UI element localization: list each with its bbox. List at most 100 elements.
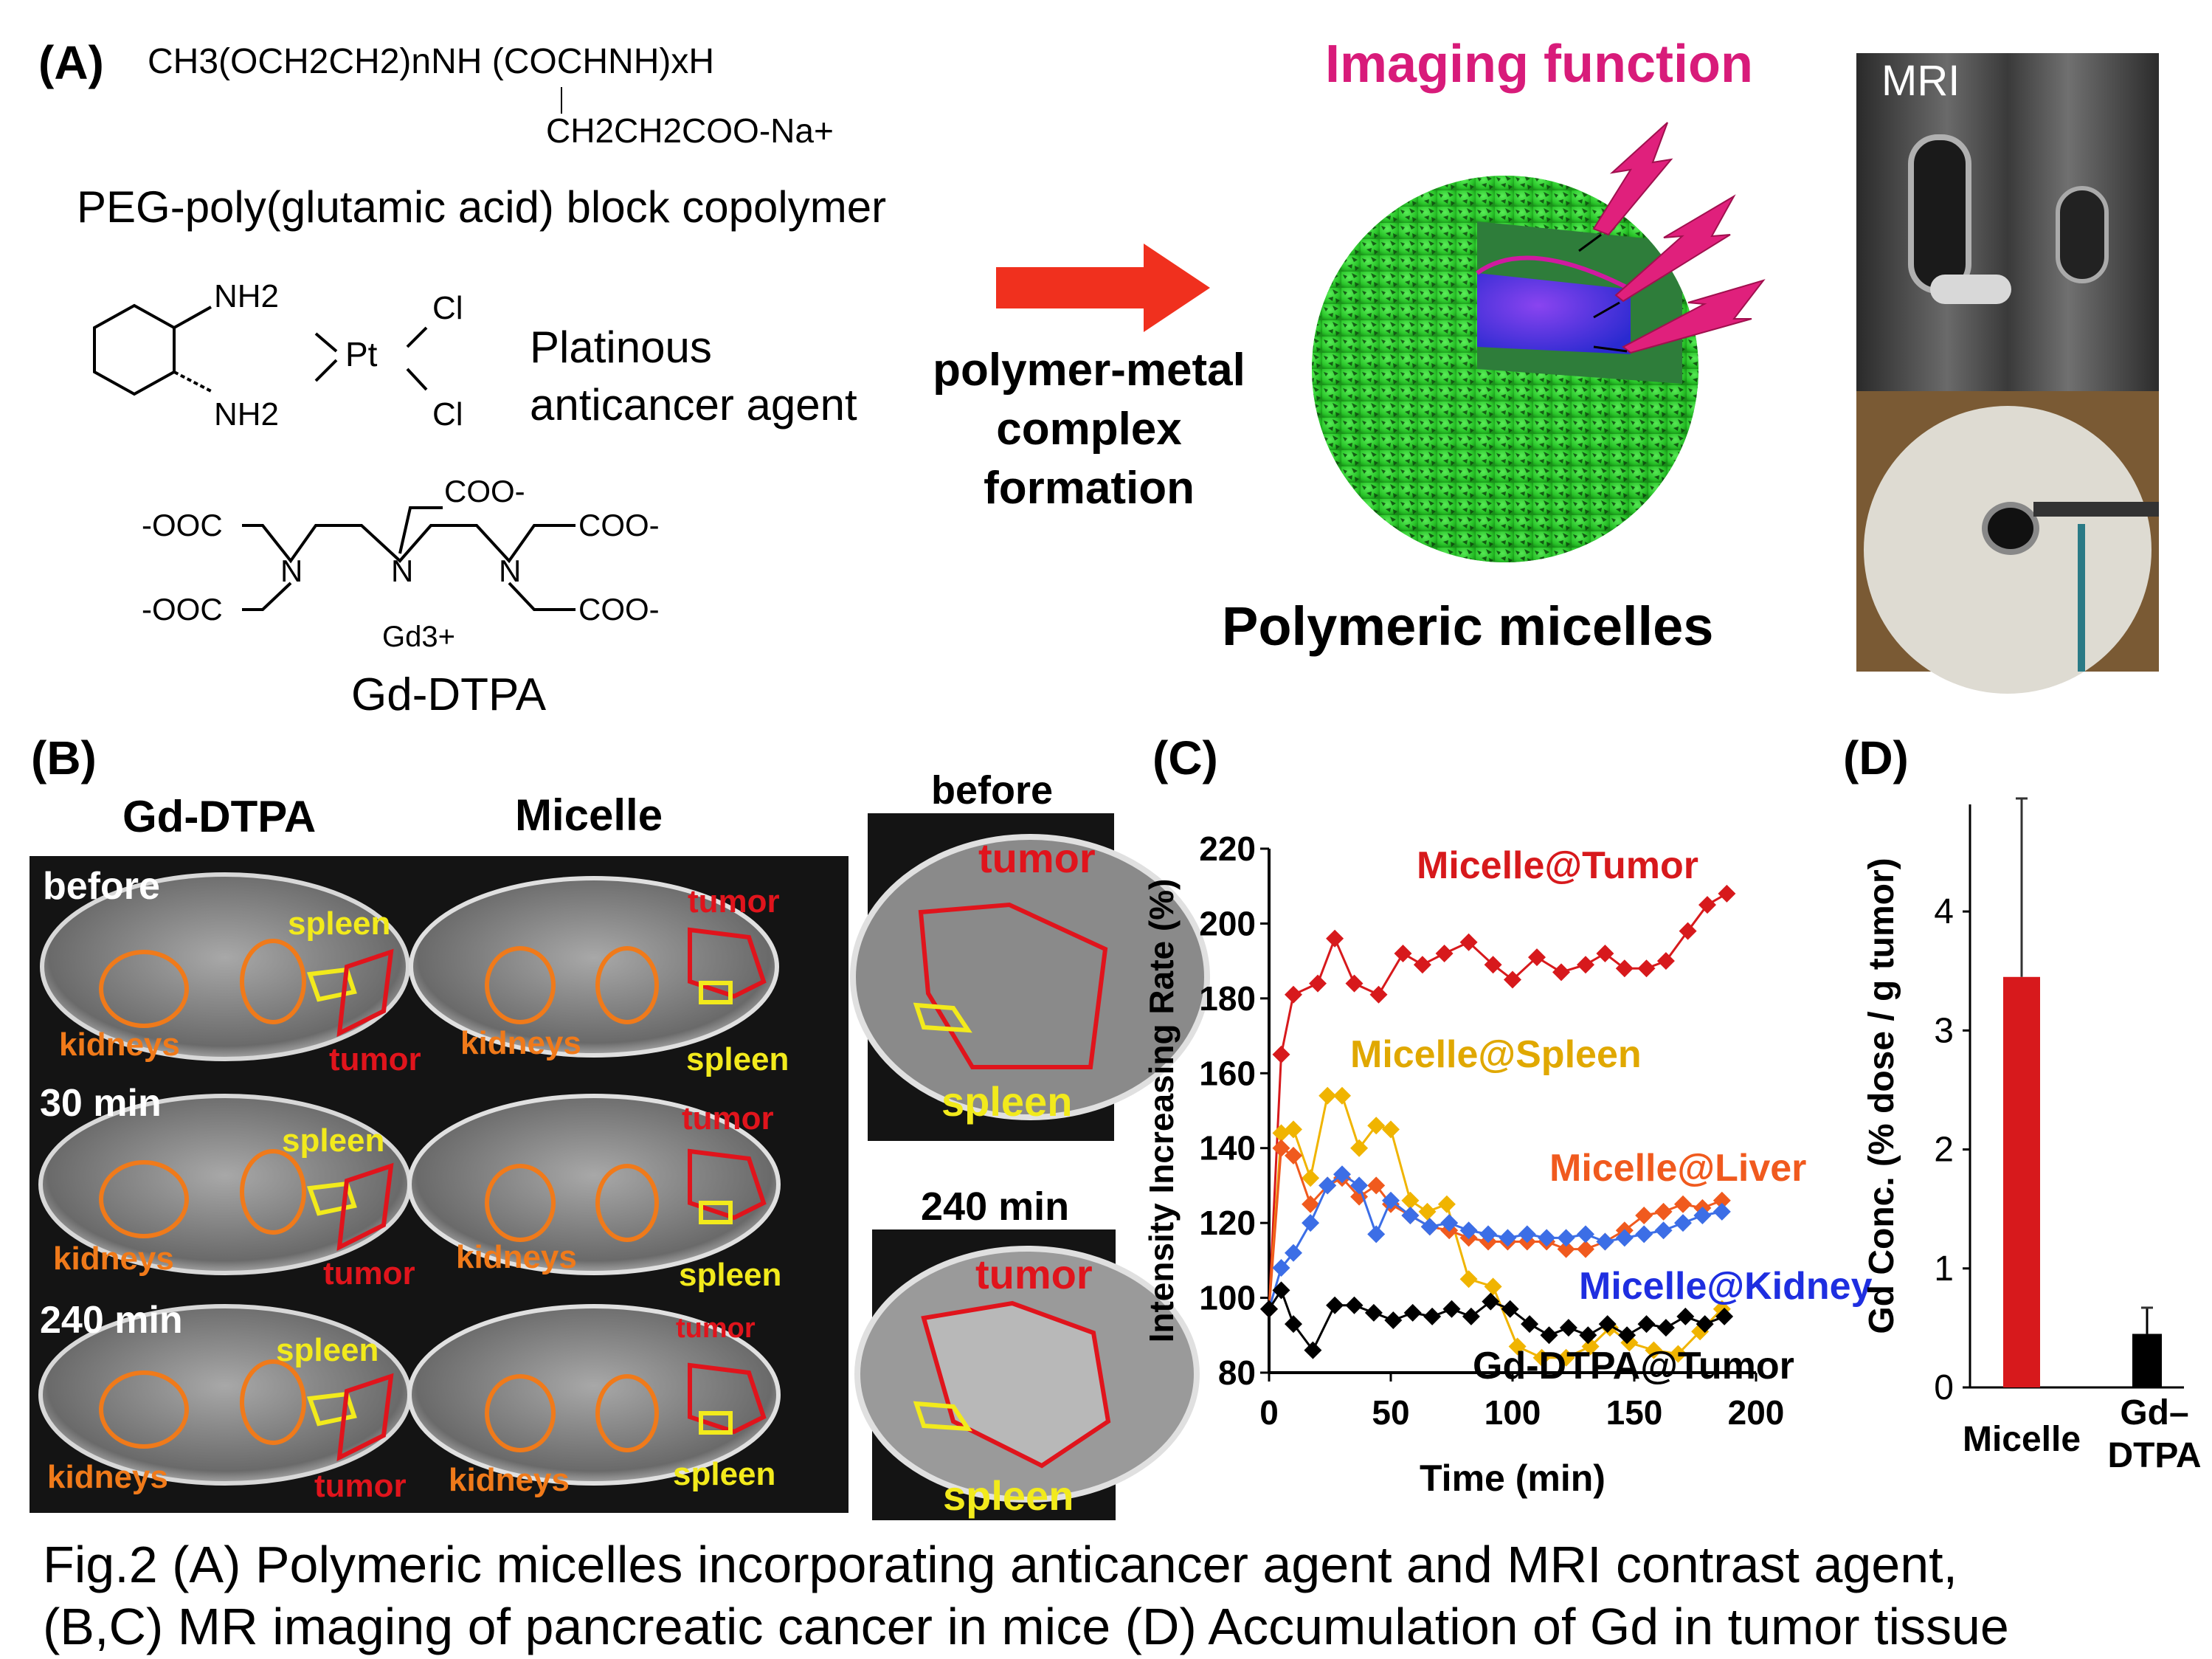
kidneys-label: kidneys [456, 1239, 577, 1275]
data-point [1285, 985, 1302, 1004]
category-label: Micelle [1963, 1420, 2081, 1459]
zoom-240min-svg: tumor spleen [854, 1246, 1200, 1519]
data-point [1382, 1191, 1400, 1210]
arrow-caption-2: complex [996, 404, 1182, 455]
data-point [1423, 1307, 1442, 1325]
imaging-signal-bolts [1592, 122, 1766, 354]
y-tick-label: 180 [1199, 979, 1256, 1018]
data-point [1369, 985, 1388, 1004]
x-axis-title: Time (min) [1420, 1458, 1606, 1499]
data-point [1272, 1281, 1290, 1300]
data-point [1598, 1315, 1617, 1334]
data-point [1521, 1315, 1539, 1334]
data-point [1285, 1146, 1302, 1165]
data-point [1669, 1345, 1687, 1363]
gd-dtpa-structure: COO- -OOC -OOC COO- COO- N N N Gd3+ [142, 474, 660, 653]
cl-top-label: Cl [432, 290, 463, 326]
series-annotation: Micelle@Kidney [1579, 1265, 1873, 1308]
spleen-label: spleen [679, 1257, 781, 1293]
data-point [1637, 1315, 1656, 1334]
data-point [1484, 956, 1502, 974]
data-point [1518, 1225, 1536, 1244]
data-point [1435, 945, 1454, 962]
data-point [1394, 945, 1412, 962]
gd-dtpa-column-title: Gd-DTPA [122, 792, 317, 841]
kidneys-label: kidneys [59, 1027, 180, 1063]
data-point [1459, 1270, 1478, 1289]
y-tick-label: 2 [1934, 1131, 1954, 1170]
data-point [1645, 1341, 1663, 1359]
tumor-label: tumor [975, 1251, 1093, 1297]
data-point [1318, 1176, 1337, 1195]
data-point [1618, 1326, 1636, 1345]
data-point [1508, 1337, 1527, 1356]
data-point [1413, 956, 1431, 974]
data-point [1403, 1303, 1422, 1322]
data-point [1367, 1225, 1386, 1244]
tumor-label: tumor [314, 1468, 407, 1504]
data-point [1333, 1165, 1351, 1184]
data-point [1712, 1202, 1731, 1221]
coo-right-top-label: COO- [578, 508, 660, 542]
data-point [1615, 1229, 1634, 1247]
data-point [1304, 1341, 1322, 1359]
gd-dtpa-label: Gd-DTPA [351, 669, 547, 720]
micelle-column-title: Micelle [515, 790, 663, 840]
data-point [1693, 1207, 1712, 1224]
spleen-label: spleen [943, 1472, 1074, 1519]
data-point [1479, 1225, 1497, 1244]
data-point [1540, 1326, 1558, 1345]
data-point [1420, 1218, 1439, 1236]
y-axis-title: Intensity Increasing Rate (%) [1142, 879, 1181, 1343]
panel-d-label: (D) [1843, 731, 1909, 784]
side-chain-bond [561, 87, 562, 114]
data-point [1596, 1232, 1614, 1251]
y-tick-label: 80 [1218, 1353, 1256, 1392]
cl-bottom-label: Cl [432, 396, 463, 432]
side-chain-formula: CH2CH2COO-Na+ [546, 111, 834, 150]
data-point [1559, 1319, 1577, 1337]
kidneys-label: kidneys [460, 1025, 581, 1061]
kidneys-label: kidneys [449, 1462, 570, 1498]
copolymer-formula: CH3(OCH2CH2)nNH (COCHNH)xH [148, 42, 715, 81]
data-point [1579, 1326, 1597, 1345]
data-point [1552, 963, 1570, 982]
tumor-label: tumor [323, 1255, 415, 1291]
x-tick-label: 0 [1259, 1393, 1279, 1432]
y-tick-label: 3 [1934, 1011, 1954, 1050]
x-tick-label: 200 [1728, 1393, 1785, 1432]
y-tick-label: 160 [1199, 1054, 1256, 1092]
data-point [1345, 1296, 1364, 1314]
data-point [1528, 948, 1546, 967]
data-point [1698, 896, 1716, 914]
data-point [1459, 933, 1478, 951]
y-axis-title: Gd Conc. (% dose / g tumor) [1862, 858, 1901, 1334]
spleen-label: spleen [288, 906, 390, 942]
data-point [1577, 1225, 1594, 1244]
zoom-240min-image: tumor spleen [854, 1229, 1200, 1520]
nh2-bottom-label: NH2 [214, 396, 279, 432]
data-point [1364, 1303, 1383, 1322]
data-point [1674, 1214, 1692, 1232]
panel-b-label: (B) [31, 731, 97, 784]
zoom-title-240min: 240 min [921, 1184, 1070, 1229]
series-annotation: Gd-DTPA@Tumor [1473, 1345, 1794, 1387]
tumor-label: tumor [682, 1100, 774, 1137]
bar [2132, 1334, 2162, 1387]
series-line [1268, 892, 1728, 1309]
data-point [1654, 1221, 1673, 1240]
zoom-before-svg: tumor spleen [850, 834, 1210, 1125]
reaction-arrow [996, 244, 1210, 332]
data-point [1696, 1315, 1714, 1334]
coo-top-label: COO- [444, 474, 525, 508]
data-point [1577, 1240, 1594, 1258]
data-point [1260, 1300, 1278, 1318]
y-tick-label: 140 [1199, 1129, 1256, 1167]
data-point [1285, 1120, 1302, 1139]
series-3 [1260, 1165, 1731, 1318]
y-tick-label: 120 [1199, 1204, 1256, 1242]
data-point [1691, 1322, 1710, 1341]
data-point [1350, 1176, 1369, 1195]
tumor-label: tumor [329, 1041, 421, 1077]
